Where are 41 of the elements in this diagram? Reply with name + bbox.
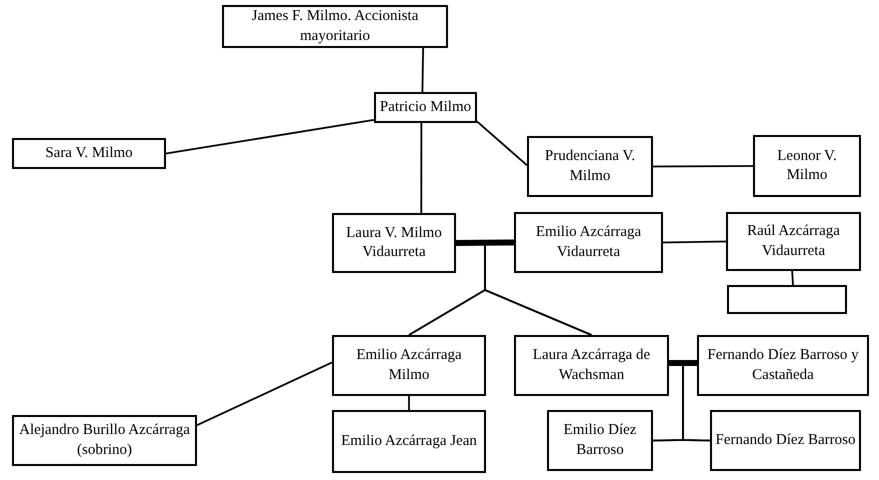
family-line: [653, 165, 753, 168]
person-name: Fernando Díez Barroso: [716, 430, 856, 450]
person-name: Fernando Díez Barroso y Castañeda: [706, 346, 860, 384]
person-name: Emilio Azcárraga Jean: [341, 432, 477, 451]
family-line: [408, 396, 410, 410]
person-box: [222, 5, 448, 48]
person-name: Laura V. Milmo Vidaurreta: [345, 224, 443, 262]
person-name: Laura Azcárraga de Wachsman: [532, 346, 652, 384]
person-name: Alejandro Burillo Azcárraga (sobrino): [18, 421, 191, 460]
person-box: [374, 92, 477, 123]
person-name: Prudenciana V. Milmo: [544, 147, 636, 186]
person-box: [753, 135, 861, 197]
person-name: Emilio Azcárraga Vidaurreta: [534, 223, 642, 262]
person-box: [514, 212, 663, 273]
person-box: [710, 410, 861, 471]
person-name: Raúl Azcárraga Vidaurreta: [746, 222, 841, 260]
person-box: [332, 335, 486, 396]
person-name: James F. Milmo. Accionista mayoritario: [250, 7, 420, 46]
person-box: [332, 410, 486, 473]
family-line: [420, 123, 422, 213]
empty-box: [727, 285, 847, 314]
person-box: [726, 212, 861, 271]
person-name: Patricio Milmo: [380, 98, 472, 117]
family-line: [791, 270, 794, 286]
person-box: [527, 136, 653, 197]
family-line: [196, 362, 332, 426]
family-line: [422, 48, 424, 92]
person-box: [12, 415, 197, 466]
person-box: [697, 335, 869, 396]
person-box: [12, 138, 166, 169]
family-line: [166, 119, 374, 154]
person-box: [547, 410, 653, 471]
person-name: Sara V. Milmo: [45, 144, 133, 163]
person-box: [332, 213, 456, 273]
person-box: [514, 335, 669, 396]
family-line: [476, 120, 528, 166]
person-name: Emilio Díez Barroso: [562, 421, 638, 460]
person-name: Leonor V. Milmo: [776, 146, 838, 185]
family-line: [484, 242, 592, 336]
person-name: Emilio Azcárraga Milmo: [355, 346, 463, 384]
family-line: [662, 240, 726, 244]
